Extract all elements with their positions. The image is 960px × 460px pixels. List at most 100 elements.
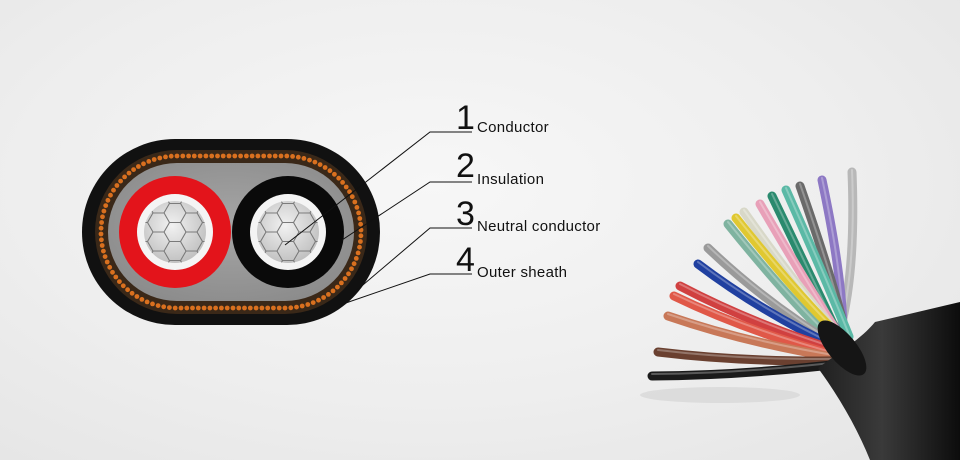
neutral-strand — [312, 159, 318, 165]
neutral-strand — [155, 303, 161, 308]
neutral-strand — [232, 153, 238, 159]
neutral-strand — [136, 164, 141, 169]
neutral-strand — [209, 153, 215, 159]
conductor-strand — [196, 202, 206, 223]
neutral-strand — [99, 220, 104, 225]
neutral-strand — [305, 302, 311, 307]
neutral-strand — [317, 162, 323, 168]
neutral-strand — [157, 155, 163, 161]
neutral-strand — [271, 305, 276, 311]
neutral-strand — [126, 170, 132, 176]
neutral-strand — [244, 153, 249, 159]
neutral-strand — [316, 297, 321, 303]
neutral-strand — [288, 305, 294, 311]
neutral-strand — [238, 153, 244, 159]
neutral-strand — [203, 153, 209, 159]
cable-jacket-end — [817, 320, 867, 376]
neutral-strand — [357, 216, 363, 221]
callout-3: 3 Neutral conductor — [456, 195, 601, 235]
neutral-strand — [219, 305, 224, 311]
conductor-strand — [196, 241, 206, 262]
neutral-strand — [356, 210, 361, 216]
cable-wires — [647, 167, 858, 381]
neutral-strand — [180, 153, 186, 159]
callout-4: 4 Outer sheath — [456, 241, 567, 281]
neutral-strand — [150, 301, 155, 307]
neutral-strand — [355, 250, 361, 256]
neutral-strand — [104, 259, 110, 265]
cable-shadow — [640, 387, 800, 403]
callout-number: 1 — [456, 99, 475, 137]
cable-wire-highlight — [651, 360, 850, 375]
neutral-strand — [220, 153, 226, 159]
neutral-strand — [190, 305, 195, 311]
neutral-strand — [168, 153, 174, 159]
neutral-strand — [226, 153, 232, 159]
neutral-strand — [114, 183, 120, 188]
neutral-strand — [178, 305, 184, 311]
callout-label: Conductor — [477, 119, 549, 136]
cable-jacket — [818, 302, 960, 460]
neutral-strand — [213, 305, 219, 311]
neutral-strand — [346, 271, 351, 277]
neutral-strand — [259, 305, 265, 311]
neutral-strand — [330, 288, 336, 294]
neutral-strand — [167, 305, 172, 310]
neutral-strand — [353, 256, 359, 261]
neutral-strand — [161, 304, 167, 310]
callout-2: 2 Insulation — [456, 147, 544, 188]
callout-label: Insulation — [477, 171, 544, 188]
neutral-strand — [195, 305, 201, 311]
neutral-strand — [299, 303, 305, 309]
neutral-strand — [310, 300, 316, 305]
neutral-strand — [351, 261, 357, 267]
conductor-strand — [309, 202, 319, 223]
neutral-strand — [352, 199, 358, 205]
leader-line-3 — [356, 227, 472, 291]
conductor-strand — [196, 222, 206, 242]
callout-1: 1 Conductor — [456, 99, 549, 137]
cable-wire — [781, 185, 854, 342]
neutral-strand — [335, 284, 340, 290]
neutral-strand — [101, 248, 106, 254]
neutral-strand — [343, 184, 349, 190]
cable-wire-highlight — [667, 313, 844, 358]
leader-line-2 — [341, 181, 472, 241]
callout-number: 4 — [456, 241, 475, 279]
neutral-strand — [284, 153, 290, 159]
cable-wire — [663, 311, 848, 364]
neutral-strand — [129, 290, 135, 296]
neutral-strand — [236, 305, 242, 311]
neutral-strand — [107, 264, 113, 270]
neutral-strand — [339, 280, 344, 286]
neutral-strand — [131, 167, 137, 173]
multicore-cable-illustration — [640, 167, 960, 460]
cable-wire-highlight — [657, 349, 847, 361]
neutral-strand — [321, 295, 326, 300]
neutral-strand — [172, 305, 178, 311]
callout-label: Neutral conductor — [477, 218, 601, 235]
neutral-strand — [347, 189, 352, 195]
conductor-strand — [309, 222, 319, 242]
neutral-strand — [358, 239, 363, 244]
neutral-strand — [295, 154, 301, 160]
neutral-strand — [282, 305, 288, 311]
neutral-strand — [113, 274, 119, 280]
neutral-strand — [255, 153, 261, 159]
neutral-strand — [146, 159, 152, 164]
neutral-strand — [342, 276, 348, 281]
neutral-strand — [102, 254, 108, 259]
neutral-strand — [332, 171, 337, 177]
neutral-strand — [197, 153, 203, 159]
neutral-strand — [141, 161, 146, 167]
conductor-strand — [163, 260, 187, 263]
neutral-strand — [354, 205, 360, 210]
callout-number: 2 — [456, 147, 475, 185]
callout-number: 3 — [456, 195, 475, 233]
neutral-strand — [108, 192, 113, 198]
neutral-strand — [336, 175, 342, 181]
conductor-strand — [309, 241, 319, 262]
leader-line-1 — [284, 131, 472, 246]
neutral-strand — [301, 156, 307, 161]
neutral-strand — [242, 305, 247, 311]
